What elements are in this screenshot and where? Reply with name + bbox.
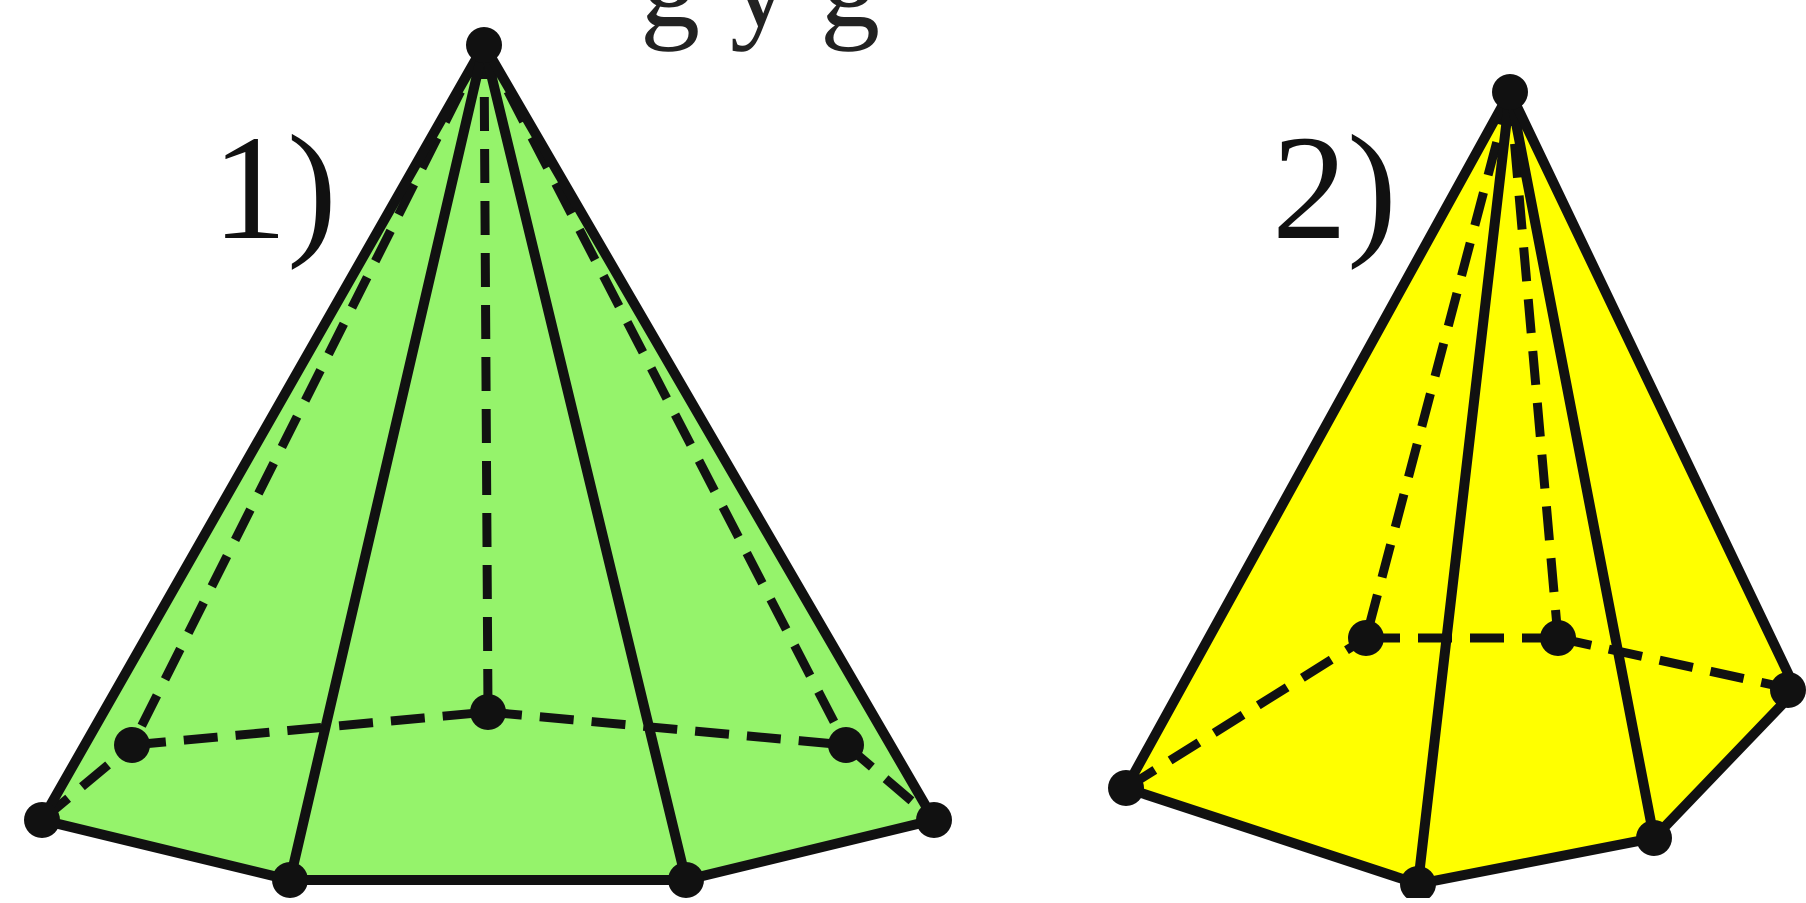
pyramid-1-hidden-base-edge [843, 741, 937, 824]
pyramid-2-vertex [1770, 672, 1806, 708]
pyramid-1-hidden-edge [127, 42, 489, 748]
pyramid-1-vertex [828, 727, 864, 763]
pyramid-1-edge [37, 40, 489, 825]
pyramid-2-vertex [1108, 770, 1144, 806]
pyramid-2-vertex [1540, 620, 1576, 656]
pyramid-2-vertex [1348, 620, 1384, 656]
pyramid-2-hidden-edge [1505, 91, 1563, 639]
pyramid-1-vertex [114, 727, 150, 763]
pyramid-1-vertex [668, 862, 704, 898]
pyramid-1-hidden-base-edge [487, 707, 847, 750]
pyramid-2-apex [1492, 74, 1528, 110]
pyramid-2-base-edge [1121, 685, 1801, 889]
heading-fragment: g y g [640, 0, 880, 52]
pyramid-1-hidden-base-edge [131, 707, 489, 750]
pyramid-2-hidden-base-edge [1123, 634, 1369, 792]
pyramid-2-edge [1413, 87, 1515, 889]
pyramid-2-vertex [1636, 820, 1672, 856]
pyramid-2 [1108, 74, 1806, 902]
pyramid-2-hidden-base-edge [1557, 633, 1797, 695]
pyramid-1-vertex [470, 694, 506, 730]
pyramid-1-hidden-base-edge [39, 741, 135, 824]
pyramid-1-label: 1) [212, 105, 337, 271]
pyramid-2-edge [1505, 87, 1801, 695]
pyramid-1-hidden-edge [480, 42, 850, 748]
pyramid-2-label: 2) [1272, 105, 1397, 271]
pyramid-1-vertex [916, 802, 952, 838]
pyramid-2-vertex [1400, 866, 1436, 902]
pyramid-1-edge [479, 40, 939, 825]
pyramid-1-edge [479, 40, 691, 885]
pyramid-1-vertex [272, 862, 308, 898]
pyramid-2-edge [1505, 87, 1659, 843]
pyramid-1 [24, 27, 952, 898]
pyramid-1-edge [285, 40, 489, 885]
pyramid-1-apex [466, 27, 502, 63]
pyramid-2-edge [1121, 87, 1515, 793]
pyramid-1-base-edge [37, 815, 939, 885]
pyramid-2-hidden-edge [1361, 90, 1515, 640]
pyramid-1-vertex [24, 802, 60, 838]
pyramid-1-hidden-edge [479, 44, 493, 713]
